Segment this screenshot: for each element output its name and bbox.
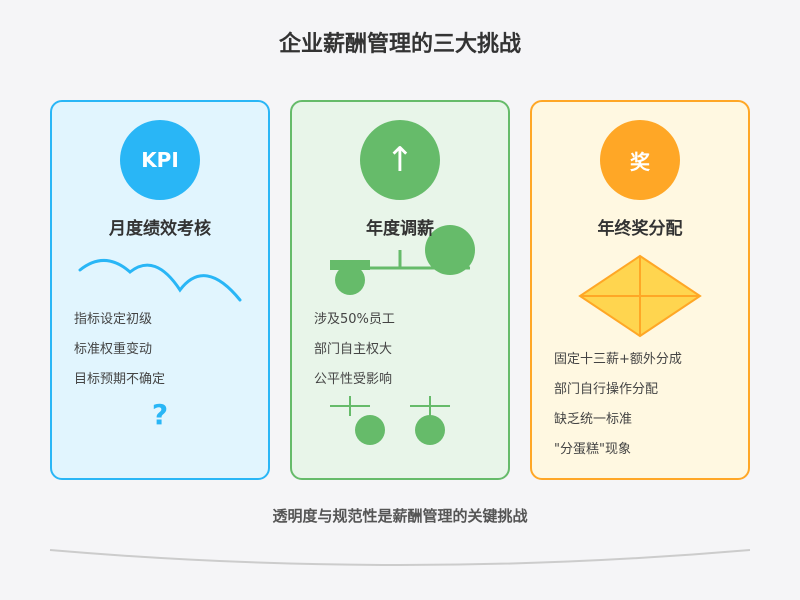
- card-monthly-kpi: KPI 月度绩效考核 指标设定初级 标准权重变动 目标预期不确定 ?: [50, 100, 270, 480]
- card-title: 年终奖分配: [597, 219, 683, 239]
- list-item: 标准权重变动: [74, 342, 153, 357]
- card-title: 年度调薪: [366, 219, 434, 239]
- list-item: 固定十三薪+额外分成: [554, 352, 682, 367]
- list-item: 目标预期不确定: [74, 372, 166, 387]
- up-arrow-icon: ↑: [360, 120, 440, 200]
- kpi-icon: KPI: [120, 120, 200, 200]
- card-annual-raise: ↑ 年度调薪 涉及50%员工 部门自主权大 公平性受影响: [290, 100, 510, 480]
- question-mark-icon: ?: [151, 398, 169, 431]
- wave-illustration: [78, 259, 242, 302]
- list-item: 部门自行操作分配: [554, 382, 659, 397]
- card-title: 月度绩效考核: [109, 219, 211, 239]
- decorative-curve: [49, 549, 751, 566]
- cake-division-illustration: [578, 254, 702, 338]
- list-item: 指标设定初级: [74, 312, 153, 327]
- list-item: "分蛋糕"现象: [554, 442, 631, 457]
- footer-summary: 透明度与规范性是薪酬管理的关键挑战: [272, 507, 528, 525]
- list-item: 涉及50%员工: [314, 312, 395, 327]
- list-item: 缺乏统一标准: [554, 412, 633, 427]
- list-item: 公平性受影响: [314, 372, 393, 387]
- bonus-icon: 奖: [600, 120, 680, 200]
- list-item: 部门自主权大: [314, 342, 393, 357]
- balance-scale-illustration: [330, 225, 475, 295]
- page-title: 企业薪酬管理的三大挑战: [278, 32, 521, 57]
- people-illustration: [330, 396, 450, 445]
- card-year-end-bonus: 奖 年终奖分配 固定十三薪+额外分成 部门自行操作分配 缺乏统一标准 "分蛋糕"…: [530, 100, 750, 480]
